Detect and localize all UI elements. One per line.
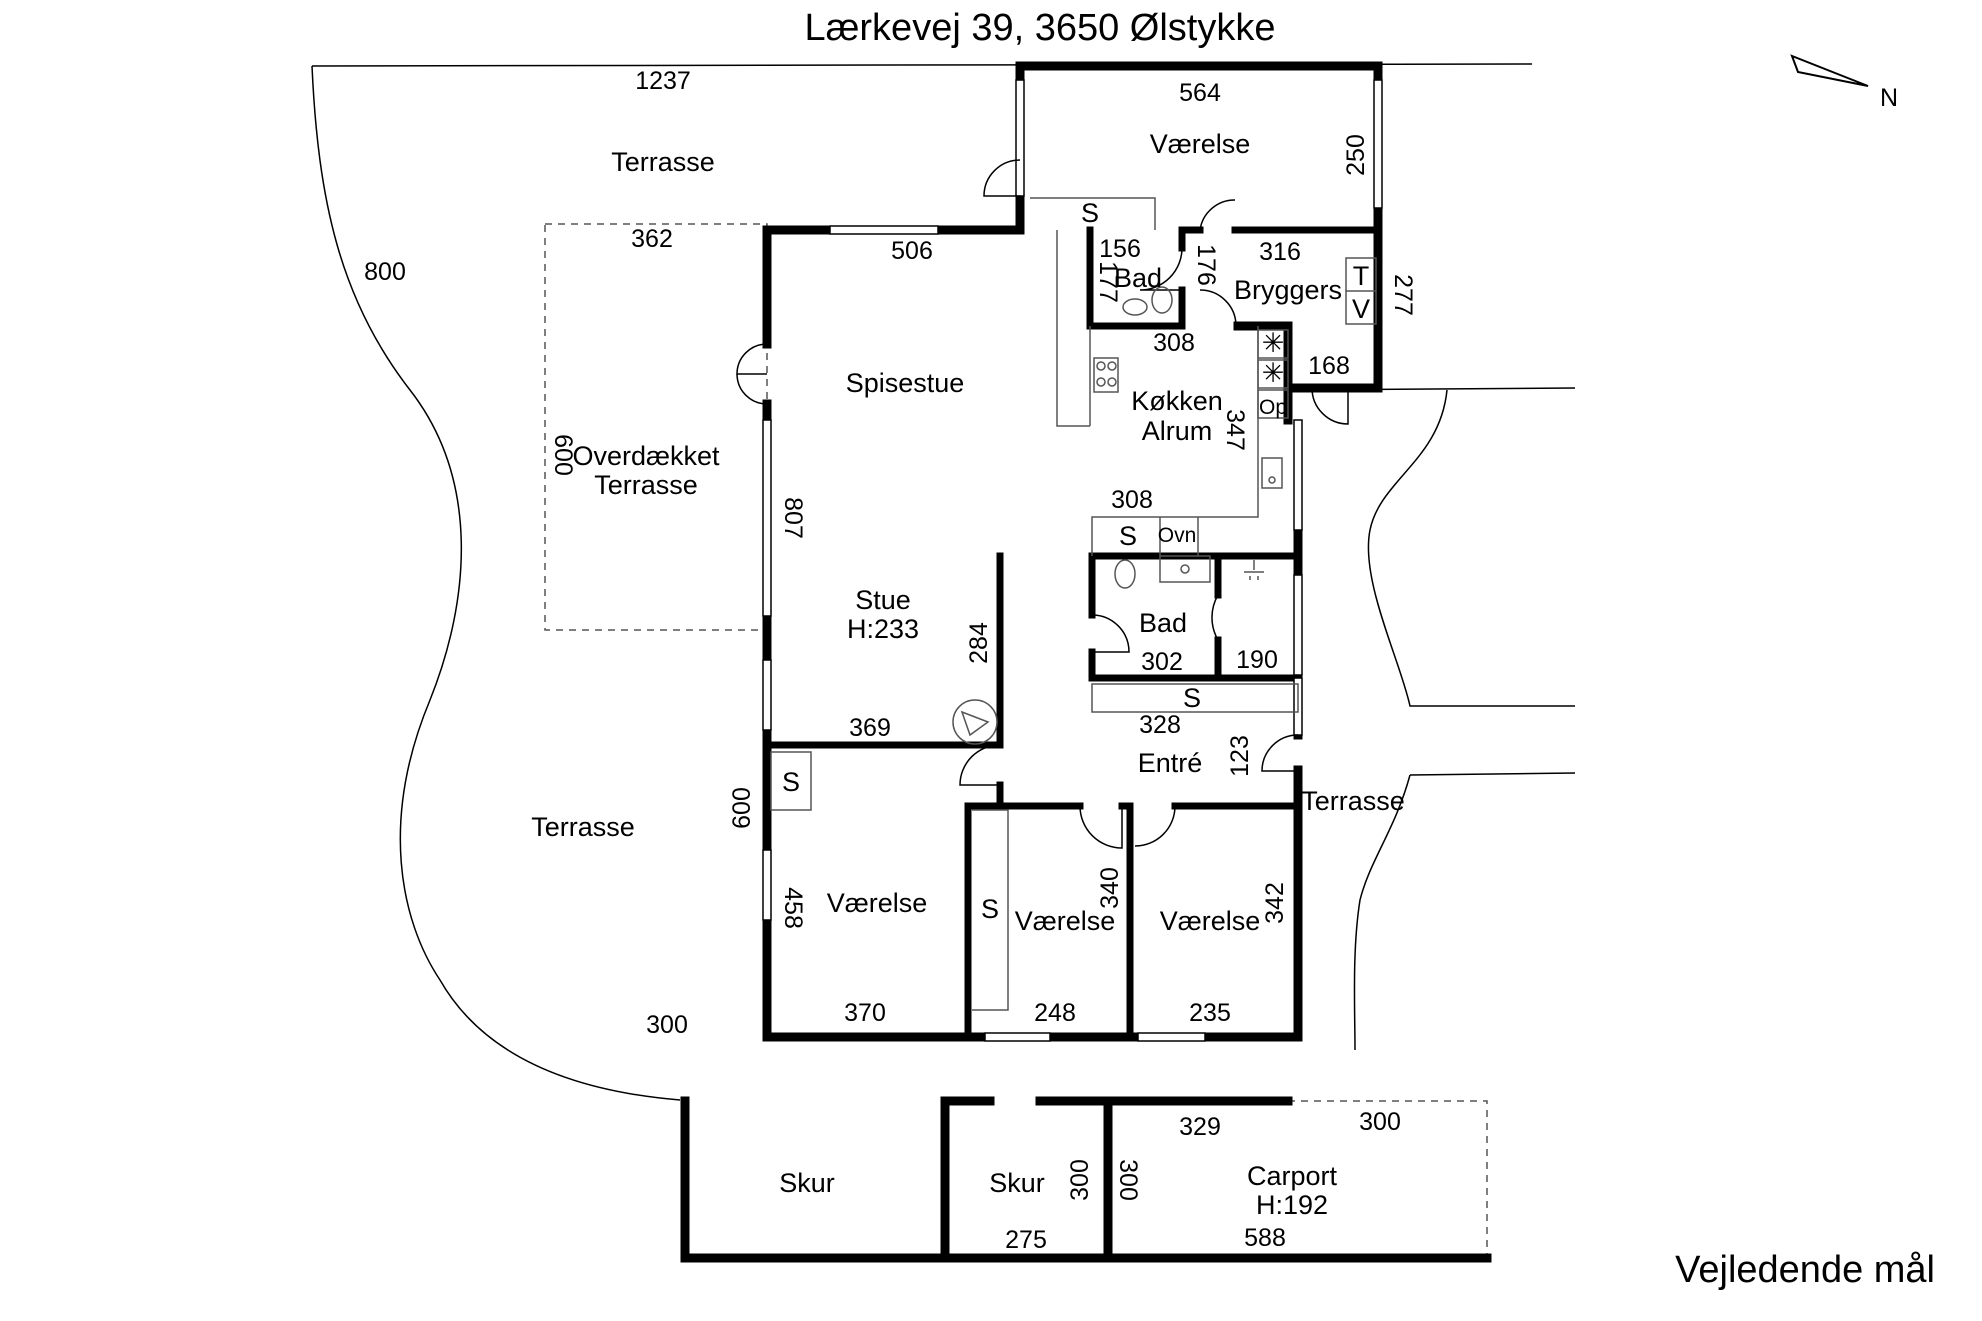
dim-1237: 1237 [635,67,691,95]
site-boundary-east-3 [1409,772,1576,776]
area-label-terrasse-nw: Terrasse [611,147,715,177]
dim-300-skur: 300 [1066,1159,1094,1201]
dim-176: 176 [1192,244,1220,286]
wardrobe-label-sw: S [782,767,800,797]
dim-248: 248 [1034,999,1076,1027]
appliance-label-v: V [1352,294,1370,324]
room-label-stue: Stue [855,585,911,615]
dim-300-carport-top: 300 [1359,1108,1401,1136]
dim-235: 235 [1189,999,1231,1027]
dim-600-terrace: 600 [549,434,577,476]
room-label-stue-height: H:233 [847,614,919,644]
room-label-spisestue: Spisestue [846,368,965,398]
dim-300-carport: 300 [1114,1159,1142,1201]
site-boundary-east-2 [1367,389,1575,707]
room-label-entre: Entré [1138,748,1203,778]
exterior-walls [762,61,1383,1042]
kitchen-fixtures [770,197,1377,1011]
dim-190: 190 [1236,646,1278,674]
room-label-vaerelse-se: Værelse [1160,906,1261,936]
room-label-carport: Carport [1247,1161,1338,1191]
doors [736,159,1349,849]
dim-308-lower: 308 [1111,486,1153,514]
room-label-skur-2: Skur [989,1168,1045,1198]
outbuilding-walls [680,1096,1492,1263]
appliance-icon-2: ✳ [1262,358,1285,388]
area-label-terrasse-sw: Terrasse [531,812,635,842]
dim-275: 275 [1005,1226,1047,1254]
dim-284: 284 [965,622,993,664]
dim-370: 370 [844,999,886,1027]
dim-564: 564 [1179,79,1221,107]
appliance-icon-1: ✳ [1262,328,1285,358]
wardrobe-label-entre: S [1183,683,1201,713]
appliance-label-t: T [1353,261,1370,291]
room-label-koekken: Køkken [1131,386,1223,416]
covered-terrace-outline [544,223,768,631]
room-label-bryggers: Bryggers [1234,275,1342,305]
area-label-overdaekket-terrasse: Terrasse [594,470,698,500]
area-label-overdaekket: Overdækket [572,441,720,471]
room-label-carport-height: H:192 [1256,1190,1328,1220]
dim-329: 329 [1179,1113,1221,1141]
north-arrow-icon [1790,54,1869,87]
dim-300-yard: 300 [646,1011,688,1039]
dim-506: 506 [891,237,933,265]
dim-168: 168 [1308,352,1350,380]
site-boundary-east-4 [1353,774,1411,1051]
dim-807: 807 [779,497,807,539]
room-label-vaerelse-mid: Værelse [1015,906,1116,936]
room-label-alrum: Alrum [1142,416,1213,446]
appliance-label-op: Op [1259,396,1287,419]
room-label-skur-1: Skur [779,1168,835,1198]
wardrobe-label-mid: S [981,894,999,924]
room-label-bad: Bad [1139,608,1187,638]
dim-588: 588 [1244,1224,1286,1252]
dim-600-sw: 600 [728,787,756,829]
dim-302: 302 [1141,648,1183,676]
shower-icon [1244,560,1264,580]
dim-347: 347 [1221,409,1249,451]
dim-123: 123 [1226,735,1254,777]
carport-roof-outline [1288,1100,1488,1258]
dim-369: 369 [849,714,891,742]
room-label-bad-small: Bad [1114,263,1162,293]
dim-340: 340 [1096,867,1124,909]
dim-277: 277 [1389,274,1417,316]
dim-177: 177 [1094,261,1122,303]
dim-458: 458 [779,887,807,929]
dim-362: 362 [631,225,673,253]
wardrobe-label: S [1081,198,1099,228]
disclaimer-note: Vejledende mål [1675,1249,1935,1291]
room-label-vaerelse-sw: Værelse [827,888,928,918]
wardrobe-label-kitchen: S [1119,521,1137,551]
dim-328: 328 [1139,711,1181,739]
site-boundary-west-curve [311,65,681,1101]
room-label-vaerelse-north: Værelse [1150,129,1251,159]
plan-title: Lærkevej 39, 3650 Ølstykke [804,7,1275,49]
dim-342: 342 [1261,882,1289,924]
dim-156: 156 [1099,235,1141,263]
fireplace-icon [952,699,998,745]
dim-800: 800 [364,258,406,286]
area-label-terrasse-e: Terrasse [1301,786,1405,816]
windows [762,79,1383,1042]
dim-316: 316 [1259,238,1301,266]
north-label: N [1880,84,1898,112]
dim-250: 250 [1342,134,1370,176]
dim-308-upper: 308 [1153,329,1195,357]
appliance-label-ovn: Ovn [1158,524,1197,547]
